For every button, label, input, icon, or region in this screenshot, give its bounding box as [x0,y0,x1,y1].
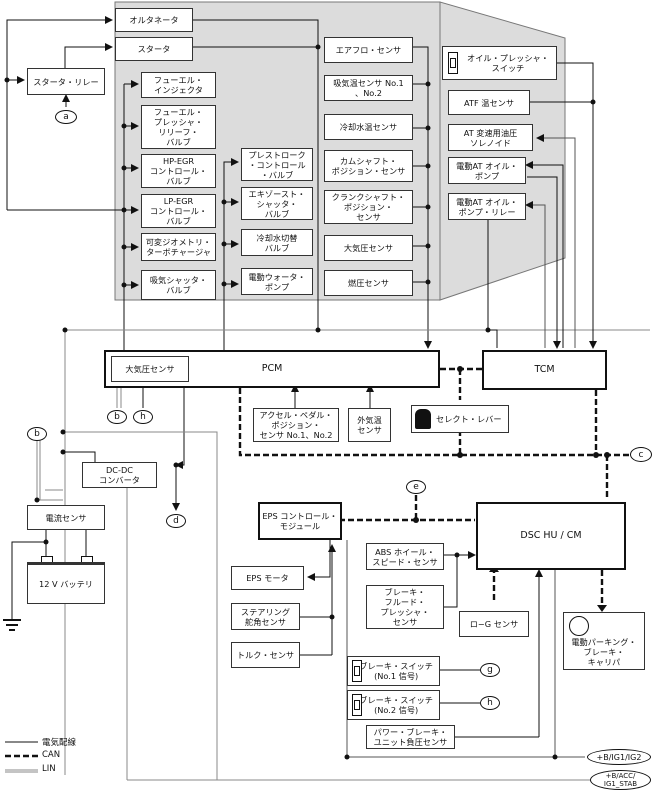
dc-dc-converter: DC-DC コンバータ [82,462,157,488]
vgt-turbo: 可変ジオメトリ・ ターボチャージャ [141,233,216,261]
connector-e: e [406,480,426,494]
current-sensor: 電流センサ [27,505,105,530]
connector-a: a [55,110,77,124]
connector-d: d [166,514,186,528]
accel-pedal-sensor: アクセル・ペダル・ ポジション・ センサ No.1、No.2 [253,408,339,442]
brake-switch-2: ブレーキ・スイッチ (No.2 信号) [347,690,440,720]
eps-motor: EPS モータ [231,566,304,590]
alternator: オルタネータ [115,8,193,32]
switch-icon [448,52,458,74]
connector-h: h [480,696,500,710]
battery: 12 V バッテリ [27,562,105,604]
starter-relay: スタータ・リレー [27,68,105,95]
oil-pressure-switch: オイル・プレッシャ・ スイッチ [442,46,557,80]
fuel-injector: フューエル・ インジェクタ [141,72,216,98]
electric-oil-pump: 電動AT オイル・ ポンプ [448,157,526,184]
coolant-temp-sensor: 冷却水温センサ [324,114,413,140]
barometric-sensor: 大気圧センサ [324,235,413,261]
abs-wheel-speed-sensor: ABS ホイール・ スピード・センサ [366,543,444,570]
hp-egr-valve: HP-EGR コントロール・ バルブ [141,154,216,188]
brake-caliper-icon [569,616,589,636]
legend-can: CAN [42,750,61,760]
connector-b: b [107,410,127,424]
legend-wire: 電気配線 [42,738,77,748]
fuel-pressure-sensor: 燃圧センサ [324,270,413,296]
switch-icon [352,694,362,716]
yaw-g-sensor: ロ−G センサ [459,611,529,637]
brake-vacuum-sensor: パワー・ブレーキ・ ユニット負圧センサ [366,725,455,749]
connector-c: c [630,447,652,462]
connector-b: b [27,427,47,441]
ambient-temp-sensor: 外気温 センサ [348,408,391,442]
electric-oil-pump-relay: 電動AT オイル・ ポンプ・リレー [448,193,526,220]
eps-control-module: EPS コントロール・ モジュール [258,502,342,540]
lp-egr-valve: LP-EGR コントロール・ バルブ [141,194,216,228]
select-lever-icon [415,409,431,429]
torque-sensor: トルク・センサ [231,642,300,668]
prestroke-control-valve: プレストローク ・コントロール ・バルブ [241,148,313,181]
tcm: TCM [482,350,607,390]
power-acc-ig1-stab: +B/ACC/ IG1_STAB [590,770,651,790]
power-ig1-ig2: +B/IG1/IG2 [587,749,651,765]
brake-fluid-pressure-sensor: ブレーキ・ フルード・ プレッシャ・ センサ [366,585,444,629]
intake-temp-sensor: 吸気温センサ No.1 、No.2 [324,75,413,101]
switch-icon [352,660,362,682]
fuel-pressure-relief-valve: フューエル・ プレッシャ・ リリーフ・ バルブ [141,105,216,149]
brake-switch-1: ブレーキ・スイッチ (No.1 信号) [347,656,440,686]
at-solenoid: AT 変速用油圧 ソレノイド [448,124,533,151]
electric-water-pump: 電動ウォータ・ ポンプ [241,268,313,295]
camshaft-position-sensor: カムシャフト・ ポジション・センサ [324,150,413,182]
exhaust-shutter-valve: エキゾースト・ シャッタ・ バルブ [241,187,313,220]
starter: スタータ [115,37,193,61]
crankshaft-position-sensor: クランクシャフト・ ポジション・ センサ [324,190,413,224]
steering-angle-sensor: ステアリング 舵角センサ [231,603,300,630]
connector-g: g [480,663,500,677]
atf-temp-sensor: ATF 温センサ [448,90,530,115]
legend-lin: LIN [42,764,56,774]
connector-h: h [133,410,153,424]
dsc-hu-cm: DSC HU / CM [476,502,626,570]
pcm-baro-sensor: 大気圧センサ [111,356,189,382]
intake-shutter-valve: 吸気シャッタ・ バルブ [141,270,216,300]
coolant-switch-valve: 冷却水切替 バルブ [241,229,313,256]
airflow-sensor: エアフロ・センサ [324,37,413,63]
